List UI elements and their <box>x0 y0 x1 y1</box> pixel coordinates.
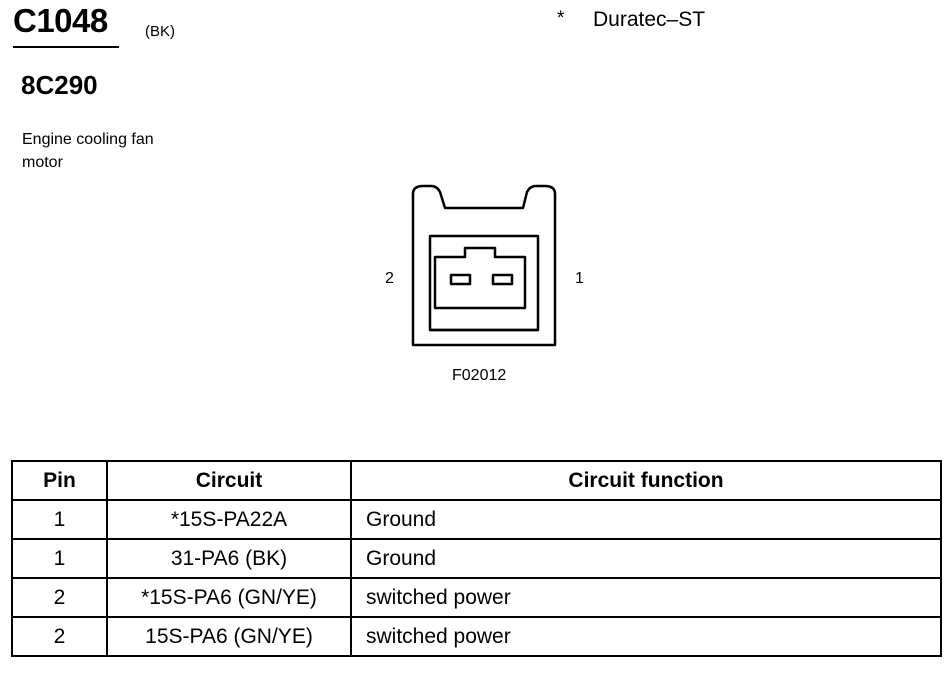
table-row: 2 15S-PA6 (GN/YE) switched power <box>11 616 942 657</box>
table-row: 1 31-PA6 (BK) Ground <box>11 538 942 579</box>
table-header-row: Pin Circuit Circuit function <box>11 460 942 501</box>
connector-id: C1048 <box>13 2 108 39</box>
cell-pin: 1 <box>11 499 108 540</box>
pin-table: Pin Circuit Circuit function 1 *15S-PA22… <box>11 460 942 657</box>
pin-1-terminal <box>491 273 514 286</box>
cell-pin: 2 <box>11 616 108 657</box>
connector-inner-cavity <box>428 234 540 332</box>
table-row: 2 *15S-PA6 (GN/YE) switched power <box>11 577 942 618</box>
cell-circuit-function: Ground <box>350 538 942 579</box>
footnote-text: Duratec–ST <box>593 8 706 31</box>
cell-circuit: 15S-PA6 (GN/YE) <box>106 616 352 657</box>
part-number: 8C290 <box>21 70 98 100</box>
footnote-marker: * <box>557 8 565 29</box>
header-pin: Pin <box>11 460 108 501</box>
table-row: 1 *15S-PA22A Ground <box>11 499 942 540</box>
pin-2-label: 2 <box>385 270 394 287</box>
connector-color: (BK) <box>145 23 175 40</box>
connector-id-underline <box>13 46 119 48</box>
header-circuit: Circuit <box>106 460 352 501</box>
cell-circuit: *15S-PA6 (GN/YE) <box>106 577 352 618</box>
pin-1-label: 1 <box>575 270 584 287</box>
pin-2-terminal <box>449 273 472 286</box>
cell-circuit: *15S-PA22A <box>106 499 352 540</box>
cell-pin: 2 <box>11 577 108 618</box>
component-description: Engine cooling fan motor <box>22 131 154 171</box>
connector-pin-frame <box>433 246 527 310</box>
cell-circuit-function: switched power <box>350 616 942 657</box>
cell-pin: 1 <box>11 538 108 579</box>
connector-housing-outline <box>411 184 557 347</box>
cell-circuit-function: switched power <box>350 577 942 618</box>
connector-face-drawing <box>411 184 557 347</box>
cell-circuit: 31-PA6 (BK) <box>106 538 352 579</box>
header-circuit-function: Circuit function <box>350 460 942 501</box>
figure-code: F02012 <box>452 367 507 384</box>
cell-circuit-function: Ground <box>350 499 942 540</box>
